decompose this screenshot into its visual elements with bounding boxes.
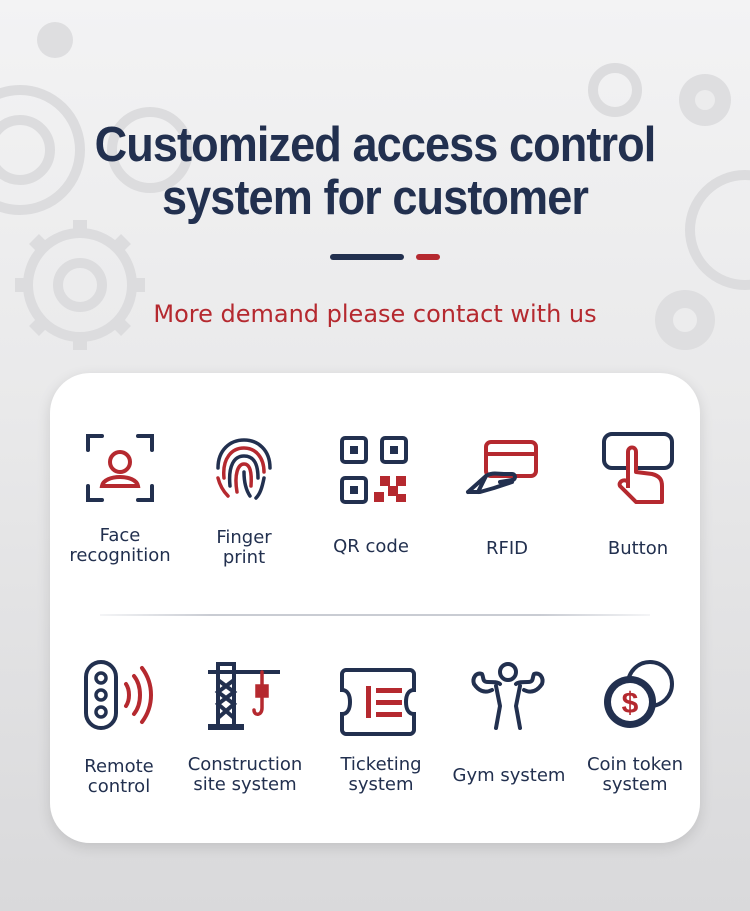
feature-label-fingerprint: Finger print [216, 527, 272, 568]
gym-muscle-icon [471, 662, 545, 730]
ticket-icon [340, 668, 416, 736]
svg-text:$: $ [622, 687, 639, 720]
title-accent-bar-navy [330, 254, 404, 260]
feature-label-gym-system: Gym system [452, 765, 566, 786]
feature-label-ticketing-system: Ticketing system [340, 754, 422, 795]
rfid-card-icon [466, 440, 538, 494]
remote-control-icon [84, 660, 153, 730]
feature-label-construction-site-system: Construction site system [187, 754, 303, 795]
construction-crane-icon [208, 662, 280, 730]
fingerprint-icon [216, 438, 272, 500]
page-title-line1: Customized access control [94, 118, 657, 172]
feature-label-rfid: RFID [485, 538, 529, 559]
feature-label-coin-token-system: Coin token system [586, 754, 684, 795]
button-press-icon [602, 432, 674, 504]
features-card [50, 373, 700, 843]
coin-token-icon: $ [604, 660, 674, 728]
row-divider [100, 614, 650, 616]
face-recognition-icon [86, 434, 154, 502]
page-title-line2: system for customer [162, 171, 589, 225]
feature-label-qr-code: QR code [333, 536, 409, 557]
subtitle: More demand please contact with us [153, 300, 597, 328]
feature-label-remote-control: Remote control [84, 756, 154, 797]
qr-code-icon [340, 436, 408, 504]
title-accent-bar-red [416, 254, 440, 260]
feature-label-button: Button [607, 538, 669, 559]
feature-label-face-recognition: Face recognition [69, 525, 171, 566]
